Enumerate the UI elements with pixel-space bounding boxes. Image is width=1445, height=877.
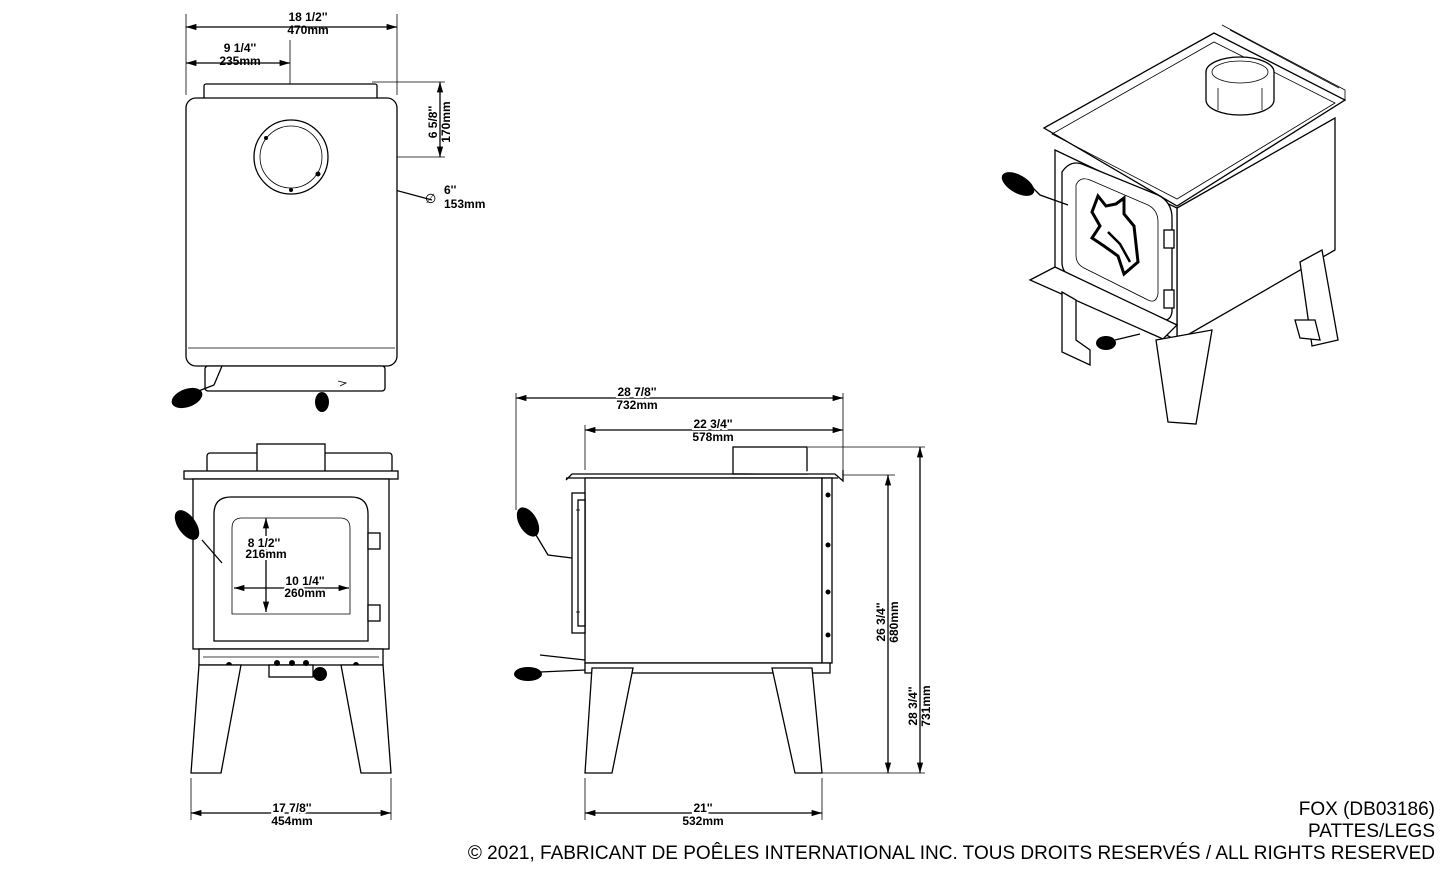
base-width-in: 17 7/8''	[272, 801, 311, 815]
isometric-view	[1001, 24, 1347, 425]
overall-depth-mm: 732mm	[616, 398, 657, 412]
title-block: FOX (DB03186) PATTES/LEGS © 2021, FABRIC…	[468, 799, 1435, 865]
flue-height-in: 26 3/4''	[874, 602, 888, 641]
diameter-symbol: ∅	[425, 191, 436, 206]
top-flue-in: 6''	[444, 183, 457, 197]
door-width-mm: 260mm	[284, 586, 325, 600]
top-view	[171, 14, 445, 412]
legs-width-in: 21''	[693, 801, 712, 815]
side-view	[514, 393, 925, 820]
top-depth-mm: 170mm	[439, 101, 453, 142]
body-depth-mm: 578mm	[692, 430, 733, 444]
overall-height-in: 28 3/4''	[906, 686, 920, 725]
legs-width-mm: 532mm	[682, 814, 723, 828]
top-width-in: 18 1/2''	[288, 10, 327, 24]
top-depth-in: 6 5/8''	[426, 106, 440, 139]
base-width-mm: 454mm	[271, 814, 312, 828]
flue-height-mm: 680mm	[887, 601, 901, 642]
overall-height-mm: 731mm	[919, 685, 933, 726]
door-height-mm: 216mm	[245, 547, 286, 561]
body-depth-in: 22 3/4''	[693, 417, 732, 431]
model-label: FOX (DB03186)	[1298, 799, 1435, 820]
top-width-mm: 470mm	[287, 23, 328, 37]
copyright-label: © 2021, FABRICANT DE POÊLES INTERNATIONA…	[467, 843, 1435, 864]
top-flue-mm: 153mm	[444, 197, 485, 211]
front-view	[174, 443, 399, 820]
overall-depth-in: 28 7/8''	[617, 385, 656, 399]
top-offset-mm: 235mm	[219, 54, 260, 68]
top-offset-in: 9 1/4''	[224, 41, 257, 55]
subtitle-label: PATTES/LEGS	[1307, 821, 1435, 842]
door-width-in: 10 1/4''	[285, 574, 324, 588]
door-height-in: 8 1/2''	[248, 536, 281, 550]
